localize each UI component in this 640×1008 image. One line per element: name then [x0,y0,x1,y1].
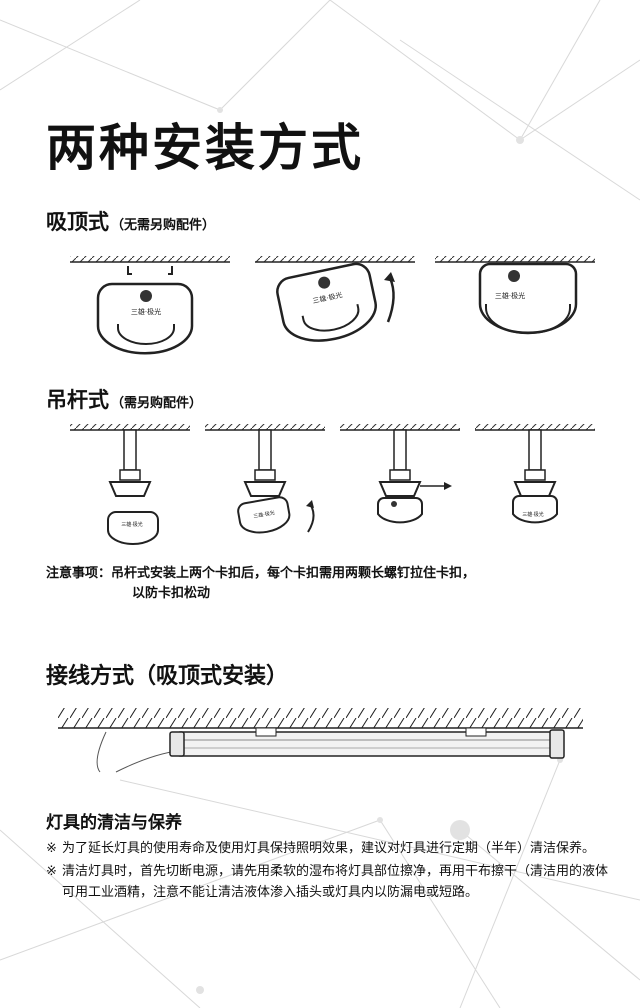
ceiling-mount-note: （无需另购配件） [111,218,216,233]
notice-line-2: 以防卡扣松动 [132,586,211,601]
section-title-ceiling-mount: 吸顶式（无需另购配件） [46,206,215,236]
ceiling-step-1: 三雄·极光 [70,256,230,355]
pendant-step-2: 三雄·极光 [205,424,325,534]
lamp-label: 三雄·极光 [495,291,525,300]
care-list: ※ 为了延长灯具的使用寿命及使用灯具保持照明效果，建议对灯具进行定期（半年）清洁… [46,838,620,905]
wiring-diagram [58,708,583,773]
reference-mark: ※ [46,841,57,856]
page-title: 两种安装方式 [46,119,364,177]
ceiling-mount-title: 吸顶式 [46,210,109,234]
lamp-label: 三雄·极光 [253,509,275,520]
ceiling-hatch [58,708,583,728]
notice-line-1: 吊杆式安装上两个卡扣后，每个卡扣需用两颗长螺钉拉住卡扣， [111,566,476,581]
installation-notice: 注意事项：吊杆式安装上两个卡扣后，每个卡扣需用两颗长螺钉拉住卡扣， 以防卡扣松动 [46,564,606,604]
pendant-mount-diagram: 三雄·极光 三雄·极光 三雄·极光 [70,424,595,545]
linear-lamp [169,727,565,759]
pendant-step-3 [340,424,460,524]
lamp-label: 三雄·极光 [121,521,143,528]
care-item-text: 为了延长灯具的使用寿命及使用灯具保持照明效果，建议对灯具进行定期（半年）清洁保养… [62,841,596,856]
care-item-text: 清洁灯具时，首先切断电源，请先用柔软的湿布将灯具部位擦净，再用干布擦干（清洁用的… [62,864,609,900]
rotate-arrow-icon [386,277,395,323]
reference-mark: ※ [46,864,57,879]
ceiling-step-3: 三雄·极光 [435,256,595,335]
wiring-section-title: 接线方式（吸顶式安装） [46,664,289,689]
pendant-step-4: 三雄·极光 [475,424,595,524]
ceiling-mount-diagram: 三雄·极光 三雄·极光 三雄·极光 [70,256,595,355]
notice-label: 注意事项： [46,566,112,581]
power-cable [96,731,107,773]
pendant-step-1: 三雄·极光 [70,424,190,545]
rotate-arrow-icon [307,503,315,533]
care-item: ※ 为了延长灯具的使用寿命及使用灯具保持照明效果，建议对灯具进行定期（半年）清洁… [46,838,620,859]
section-title-pendant-mount: 吊杆式（需另购配件） [46,384,202,414]
pendant-mount-note: （需另购配件） [111,396,203,411]
care-section-title: 灯具的清洁与保养 [46,813,182,833]
lamp-label: 三雄·极光 [131,307,161,316]
pendant-mount-title: 吊杆式 [46,388,109,412]
ceiling-step-2: 三雄·极光 [255,256,415,342]
care-item: ※ 清洁灯具时，首先切断电源，请先用柔软的湿布将灯具部位擦净，再用干布擦干（清洁… [46,861,620,903]
lamp-label: 三雄·极光 [522,511,544,518]
